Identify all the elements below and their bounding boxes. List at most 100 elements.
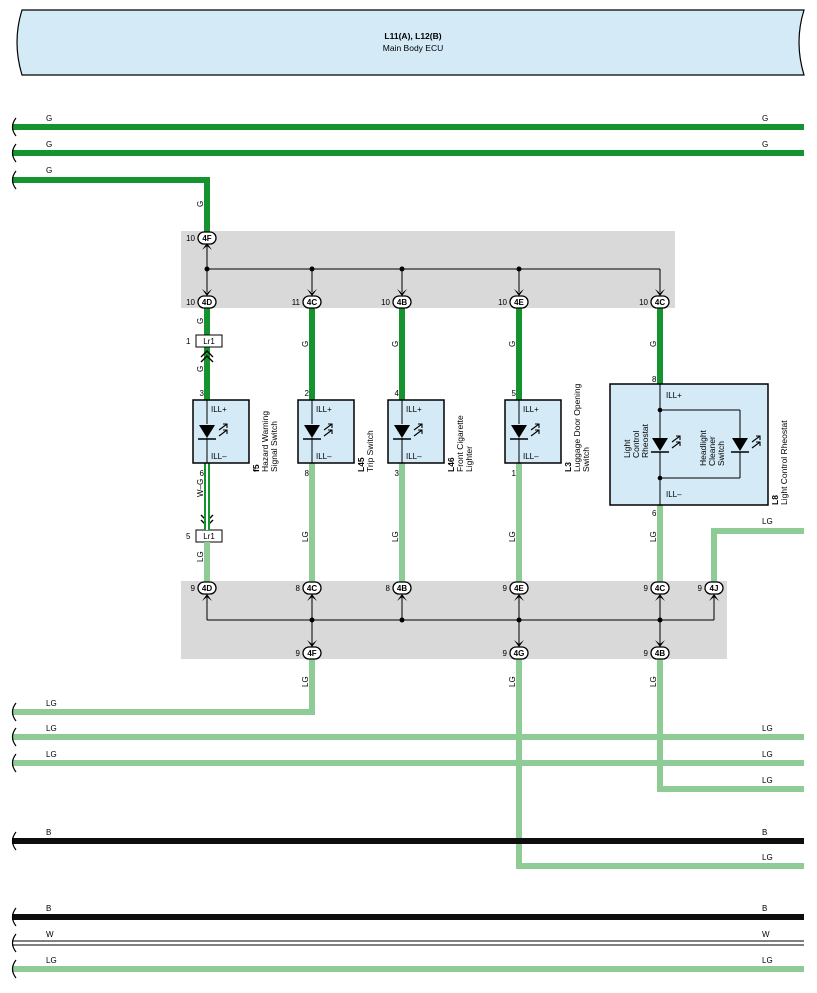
connector-id: 4C	[655, 584, 665, 593]
connector-id: 4B	[397, 584, 407, 593]
connector-id: 4C	[307, 584, 317, 593]
connector-bottom-in: 4B8	[386, 581, 412, 595]
branch-lg-wires	[204, 463, 804, 582]
svg-text:L45: L45	[356, 457, 366, 472]
arrow-junction-bottom-in	[397, 594, 407, 601]
svg-text:L46: L46	[446, 457, 456, 472]
connector-pin: 8	[296, 584, 301, 593]
pin-top: 4	[395, 389, 400, 398]
rheostat-right-label: Headlight Cleaner Switch	[698, 429, 726, 466]
svg-text:G: G	[649, 341, 658, 347]
svg-text:Switch: Switch	[581, 447, 591, 472]
svg-text:Signal Switch: Signal Switch	[269, 421, 279, 472]
connector-id: 4J	[710, 584, 719, 593]
connector-id: 4B	[397, 298, 407, 307]
svg-text:LG: LG	[649, 676, 658, 687]
connector-id: 4E	[514, 584, 524, 593]
svg-text:W: W	[46, 930, 54, 939]
svg-text:LG: LG	[762, 776, 773, 785]
arrow-junction-bottom-in	[202, 594, 212, 601]
branch-g-wires	[204, 308, 663, 400]
ecu-banner-shape	[16, 9, 805, 76]
connector-pin: 10	[186, 234, 195, 243]
bottom-lg-labels: LG LG LG LG LG LG LG LG LG LG LG LG	[46, 676, 773, 965]
svg-text:LG: LG	[301, 531, 310, 542]
svg-text:G: G	[301, 341, 310, 347]
svg-text:Front Cigarette: Front Cigarette	[455, 415, 465, 472]
svg-text:LG: LG	[762, 956, 773, 965]
svg-text:W: W	[762, 930, 770, 939]
pin-bottom: 8	[305, 469, 310, 478]
connector-pin: 9	[644, 649, 649, 658]
bottom-b-w-wires: B B B B W W	[12, 828, 804, 946]
arrow-junction-top-out	[397, 289, 407, 296]
svg-text:LG: LG	[46, 724, 57, 733]
svg-text:LG: LG	[762, 517, 773, 526]
connector-id: 4C	[307, 298, 317, 307]
svg-text:LG: LG	[762, 724, 773, 733]
branch-g-labels: G G G G G G	[196, 318, 658, 372]
svg-text:Light Control Rheostat: Light Control Rheostat	[779, 420, 789, 505]
connector-bottom-in: 4E9	[503, 581, 529, 595]
connector-bottom-in: 4J9	[698, 581, 724, 595]
svg-text:W–G: W–G	[196, 479, 205, 497]
connector-id: 4C	[655, 298, 665, 307]
wire-g-3	[12, 177, 210, 232]
arrow-junction-bottom-out	[307, 640, 317, 647]
svg-text:LG: LG	[762, 750, 773, 759]
junction-top-dots	[204, 266, 522, 272]
svg-text:B: B	[762, 828, 767, 837]
connector-pin: 10	[381, 298, 390, 307]
svg-text:Light: Light	[622, 439, 632, 458]
svg-text:G: G	[196, 318, 205, 324]
svg-text:B: B	[46, 828, 51, 837]
ill-plus-label: ILL+	[523, 405, 539, 414]
svg-text:Luggage Door Opening: Luggage Door Opening	[572, 383, 582, 472]
arrow-junction-top-out	[307, 289, 317, 296]
wire-label: G	[196, 201, 205, 207]
svg-text:B: B	[762, 904, 767, 913]
ill-minus-label: ILL–	[316, 452, 332, 461]
svg-text:L3: L3	[563, 462, 573, 472]
svg-text:Lighter: Lighter	[464, 446, 474, 472]
bottom-lg-wires	[12, 659, 804, 972]
connector-id: 4E	[514, 298, 524, 307]
connector-pin: 9	[191, 584, 196, 593]
wire-label: G	[46, 140, 52, 149]
ill-plus-label: ILL+	[211, 405, 227, 414]
connector-bottom-in: 4C 8	[296, 581, 322, 595]
connector-pin: 10	[498, 298, 507, 307]
svg-text:1: 1	[186, 337, 191, 346]
arrow-junction-top-out	[202, 289, 212, 296]
connector-bottom-out: 4F9	[296, 646, 322, 660]
svg-text:L8: L8	[770, 495, 780, 505]
arrow-junction-bottom-in	[307, 594, 317, 601]
connector-bottom-in: 4D9	[191, 581, 217, 595]
svg-text:G: G	[391, 341, 400, 347]
svg-text:Hazard Warning: Hazard Warning	[260, 411, 270, 472]
svg-text:LG: LG	[46, 956, 57, 965]
arrow-junction-bottom-out	[655, 640, 665, 647]
svg-text:LG: LG	[46, 699, 57, 708]
svg-text:LG: LG	[762, 853, 773, 862]
top-g-wires: G G G G G G	[12, 114, 804, 232]
connector-pin: 9	[644, 584, 649, 593]
arrow-junction-top-out	[514, 289, 524, 296]
ill-minus-label: ILL–	[406, 452, 422, 461]
arrow-junction-bottom-in	[514, 594, 524, 601]
arrow-junction-top-out	[655, 289, 665, 296]
connector-id: 4D	[202, 298, 212, 307]
svg-text:LG: LG	[196, 551, 205, 562]
svg-text:Control: Control	[631, 430, 641, 458]
pin-top: 5	[512, 389, 517, 398]
connector-id: 4F	[307, 649, 316, 658]
svg-text:Lr1: Lr1	[203, 337, 215, 346]
ill-minus-label: ILL–	[523, 452, 539, 461]
